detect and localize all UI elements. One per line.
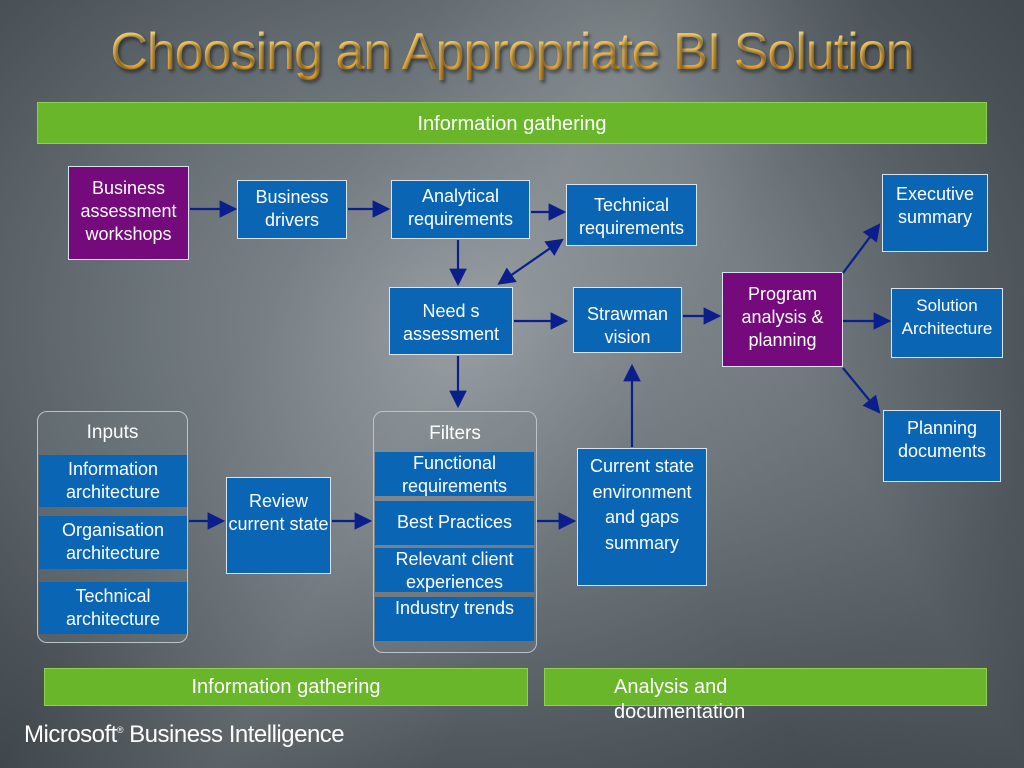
review-current-state-box: Review current state [226,477,331,574]
business-drivers-box: Business drivers [237,180,347,239]
current-state-summary-box: Current state environment and gaps summa… [577,448,707,586]
filters-label: Filters [429,423,481,444]
needs-assessment-box: Need s assessment [389,287,513,355]
solution-architecture-label: Solution Architecture [901,296,993,338]
inputs-item: Organisation architecture [39,516,187,569]
inputs-item: Technical architecture [39,582,187,634]
strawman-vision-label: Strawman vision [586,304,669,347]
executive-summary-label: Executive summary [895,184,975,227]
inputs-item: Information architecture [39,455,187,507]
planning-documents-label: Planning documents [897,418,987,461]
filters-item: Industry trends [375,597,534,641]
analytical-requirements-box: Analytical requirements [391,180,530,239]
business-workshops-label: Business assessment workshops [80,178,177,244]
solution-architecture-box: Solution Architecture [891,288,1003,358]
bottom-band-right-label: Analysis and documentation [614,676,746,723]
filters-item: Relevant client experiences [375,548,534,592]
filters-item: Functional requirements [375,452,534,496]
page-title: Choosing an Appropriate BI Solution [0,22,1024,82]
bottom-band-left-label: Information gathering [191,676,381,698]
technical-requirements-label: Technical requirements [578,195,685,238]
strawman-vision-box: Strawman vision [573,287,682,353]
footer-product: Business Intelligence [129,721,345,748]
program-analysis-label: Program analysis & planning [741,284,824,350]
microsoft-bi-logo: Microsoft® Business Intelligence [24,721,345,749]
arrow-technical-needs-bidirectional [497,238,564,285]
bottom-band-analysis-documentation: Analysis and documentation [544,668,987,723]
footer-brand: Microsoft [24,721,117,748]
filters-item: Best Practices [375,501,534,545]
analytical-requirements-label: Analytical requirements [407,186,514,229]
program-analysis-box: Program analysis & planning [722,272,843,367]
inputs-label: Inputs [86,422,139,443]
executive-summary-box: Executive summary [882,174,988,252]
planning-documents-box: Planning documents [883,410,1001,482]
arrow-program-to-executive [842,223,881,274]
review-current-state-label: Review current state [228,491,329,534]
current-state-summary-label: Current state environment and gaps summa… [589,456,695,553]
footer-trademark: ® [116,725,124,735]
technical-requirements-box: Technical requirements [566,184,697,246]
business-drivers-label: Business drivers [255,187,329,230]
bottom-band-information-gathering: Information gathering [44,668,528,706]
top-band-information-gathering: Information gathering [37,102,987,144]
needs-assessment-label: Need s assessment [402,301,500,344]
business-workshops-box: Business assessment workshops [68,166,189,260]
arrow-program-to-planning [842,367,881,414]
top-band-label: Information gathering [417,113,607,135]
